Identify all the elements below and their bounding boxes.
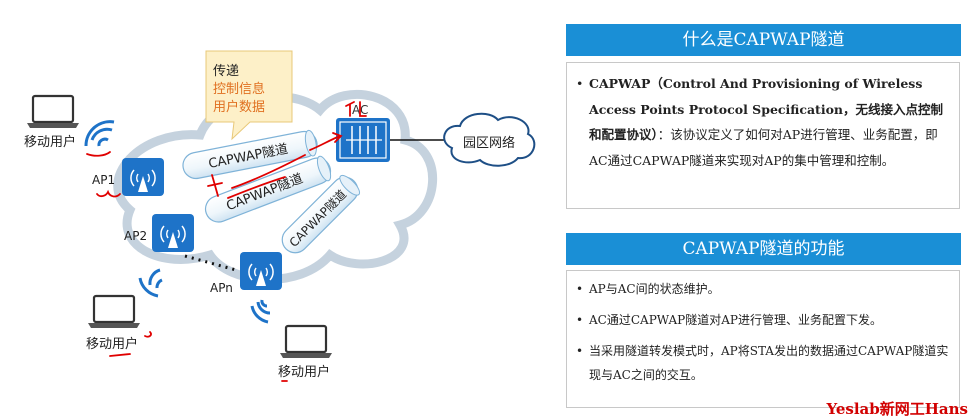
ap1-label: AP1 bbox=[92, 173, 115, 187]
capwap-topology-diagram: 传递 控制信息 用户数据 CAPWAP隧道 CAPWAP隧道 CAPWAP隧道 … bbox=[24, 50, 536, 382]
capwap-definition-rest: ：该协议定义了如何对AP进行管理、业务配置，即AC通过CAPWAP隧道来实现对A… bbox=[589, 127, 938, 168]
ac-controller-icon bbox=[336, 118, 390, 162]
function-item-2: AC通过CAPWAP隧道对AP进行管理、业务配置下发。 bbox=[575, 308, 951, 332]
capwap-definition-bold: CAPWAP（Control And Provisioning of Wirel… bbox=[589, 76, 944, 142]
red-pen-annotations bbox=[86, 101, 367, 382]
callout-line-transmit: 传递 bbox=[213, 64, 239, 79]
panel-what-is-capwap-title: 什么是CAPWAP隧道 bbox=[566, 24, 961, 56]
apn-label: APn bbox=[210, 281, 233, 295]
watermark: Yeslab新网工Hans bbox=[826, 400, 968, 418]
panel-what-is-capwap-body: CAPWAP（Control And Provisioning of Wirel… bbox=[566, 62, 960, 209]
ap1-icon bbox=[122, 158, 164, 196]
function-item-1: AP与AC间的状态维护。 bbox=[575, 277, 951, 301]
panel-capwap-functions-body: AP与AC间的状态维护。 AC通过CAPWAP隧道对AP进行管理、业务配置下发。… bbox=[566, 270, 960, 408]
wifi-waves-icon bbox=[84, 120, 115, 147]
laptop-icon bbox=[27, 94, 79, 128]
apn-icon bbox=[240, 252, 282, 290]
mobile-user-2-label: 移动用户 bbox=[86, 336, 138, 352]
ap2-icon bbox=[152, 214, 194, 252]
wifi-waves-icon bbox=[138, 268, 163, 298]
campus-network-cloud bbox=[443, 112, 536, 167]
mobile-user-1-label: 移动用户 bbox=[24, 134, 76, 150]
campus-network-label: 园区网络 bbox=[463, 135, 515, 151]
capwap-definition: CAPWAP（Control And Provisioning of Wirel… bbox=[575, 71, 951, 173]
wifi-waves-icon bbox=[250, 299, 271, 324]
capwap-tunnel-1: CAPWAP隧道 bbox=[182, 129, 318, 180]
laptop-icon bbox=[88, 294, 140, 328]
ap2-label: AP2 bbox=[124, 229, 147, 243]
laptop-icon bbox=[280, 324, 332, 358]
callout-box: 传递 控制信息 用户数据 bbox=[205, 50, 293, 141]
callout-line-user-data: 用户数据 bbox=[213, 99, 265, 115]
mobile-user-3-label: 移动用户 bbox=[278, 364, 330, 380]
callout-line-control-info: 控制信息 bbox=[213, 81, 265, 97]
panel-capwap-functions-title: CAPWAP隧道的功能 bbox=[566, 233, 961, 265]
function-item-3: 当采用隧道转发模式时，AP将STA发出的数据通过CAPWAP隧道实现与AC之间的… bbox=[575, 339, 951, 387]
